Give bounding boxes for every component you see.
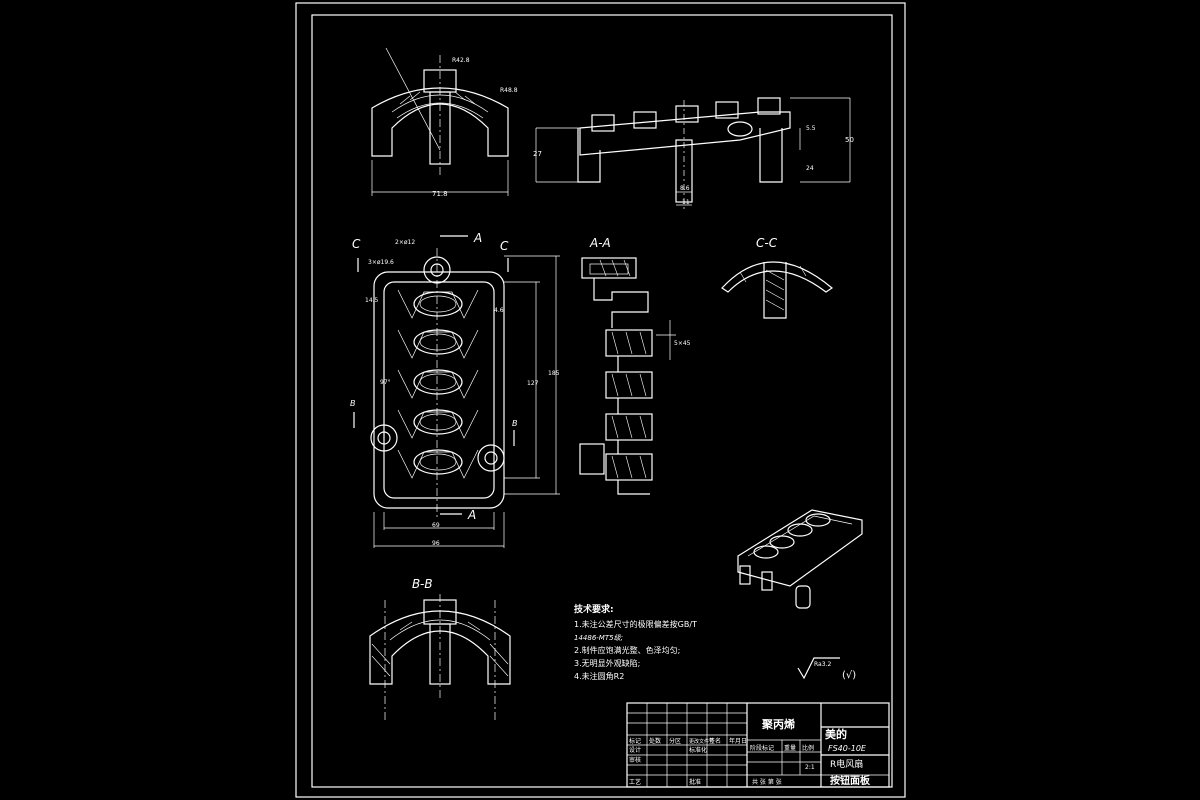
title-check: 审核 — [629, 756, 641, 764]
dim-hole2: 3×ø19.6 — [368, 259, 394, 266]
dim-plan-small1: 14.5 — [365, 297, 379, 304]
dim-hole1: 2×ø12 — [395, 239, 415, 246]
tech-req-item3: 3.无明显外观缺陷; — [574, 658, 640, 668]
roughness-value: Ra3.2 — [814, 661, 831, 668]
title-drawing-no: FS40-10E — [828, 744, 867, 753]
title-approve: 批准 — [689, 778, 701, 786]
roughness-symbol: Ra3.2 (√) — [797, 657, 856, 681]
dim-aa: 5×45 — [674, 340, 691, 347]
dim-radius-side: R48.8 — [500, 87, 518, 94]
title-designer: 设计 — [629, 746, 641, 754]
title-row-label-2: 分区 — [669, 737, 681, 745]
dim-top-width: 71.8 — [432, 190, 448, 198]
title-row-label-3: 更改文件号 — [689, 738, 714, 745]
title-row-label-5: 年月日 — [729, 737, 747, 745]
outer-border — [295, 2, 906, 798]
cut-marker-b-left: B — [350, 399, 356, 408]
dim-front-small1: 5.5 — [806, 125, 816, 132]
dim-front-height: 27 — [533, 150, 542, 158]
title-material: 聚丙烯 — [761, 717, 795, 731]
dim-front-small2: 24 — [806, 165, 814, 172]
title-part-name: 按钮面板 — [830, 774, 871, 787]
title-row-label-0: 标记 — [629, 737, 641, 745]
title-ratio: 比例 — [802, 744, 814, 752]
cut-marker-a-top: A — [473, 231, 482, 245]
dim-plan-height-inner: 127 — [527, 380, 539, 387]
section-cc: C-C — [721, 236, 833, 319]
title-row-label-4: 签名 — [709, 737, 721, 745]
tech-req-item1b: 14486-MT5级; — [574, 634, 623, 642]
tech-req-item4: 4.未注圆角R2 — [574, 671, 624, 681]
title-std: 标准化 — [689, 746, 707, 754]
title-process: 工艺 — [629, 778, 641, 786]
section-aa: A-A 5×45 — [579, 236, 691, 495]
front-view: 27 50 5.5 24 8.6 11 — [533, 97, 854, 210]
tech-req-heading: 技术要求: — [574, 603, 614, 615]
inner-border — [311, 14, 893, 788]
section-cc-label: C-C — [756, 236, 778, 250]
title-product: R电风扇 — [830, 758, 863, 770]
title-weight: 重量 — [784, 744, 796, 752]
tech-req-item2: 2.制件应饱满光整、色泽均匀; — [574, 645, 680, 655]
dim-front-bottom2: 11 — [682, 199, 690, 206]
dim-front-bottom1: 8.6 — [680, 185, 690, 192]
title-block: 聚丙烯 美的 FS40-10E R电风扇 按钮面板 2:1 标记 处数 分区 更… — [626, 702, 890, 788]
dim-plan-small2: 4.6 — [494, 307, 504, 314]
end-view-top: 71.8 R42.8 R48.8 — [371, 47, 518, 198]
dim-plan-angle: 97° — [380, 379, 391, 386]
title-scale: 2:1 — [805, 764, 815, 771]
roughness-paren-symbol: (√) — [842, 670, 856, 681]
cut-marker-b-right: B — [512, 419, 518, 428]
button-ellipses — [413, 291, 463, 475]
dim-plan-height-outer: 185 — [548, 370, 560, 377]
title-row-label-1: 处数 — [649, 737, 661, 745]
plan-view: 69 96 127 185 14.5 4.6 97° 2×ø12 3×ø19.6… — [350, 231, 560, 548]
section-bb: B-B — [369, 577, 511, 720]
dim-front-overall: 50 — [845, 136, 854, 144]
cut-marker-a-bottom: A — [467, 508, 476, 522]
tech-req-item1: 1.未注公差尺寸的极限偏差按GB/T — [574, 619, 697, 629]
cut-marker-c-left: C — [352, 237, 361, 251]
cut-marker-c-right: C — [500, 239, 509, 253]
dim-plan-width-outer: 96 — [432, 540, 440, 547]
section-bb-label: B-B — [412, 577, 433, 591]
technical-requirements: 技术要求: 1.未注公差尺寸的极限偏差按GB/T 14486-MT5级; 2.制… — [574, 603, 697, 681]
isometric-view — [737, 509, 863, 609]
dim-radius-top: R42.8 — [452, 57, 470, 64]
title-stage-mark: 阶段标记 — [750, 744, 774, 752]
section-aa-label: A-A — [589, 236, 611, 250]
title-company: 美的 — [825, 727, 847, 741]
title-sheet: 共 张 第 张 — [752, 778, 782, 786]
dim-plan-width-inner: 69 — [432, 522, 440, 529]
